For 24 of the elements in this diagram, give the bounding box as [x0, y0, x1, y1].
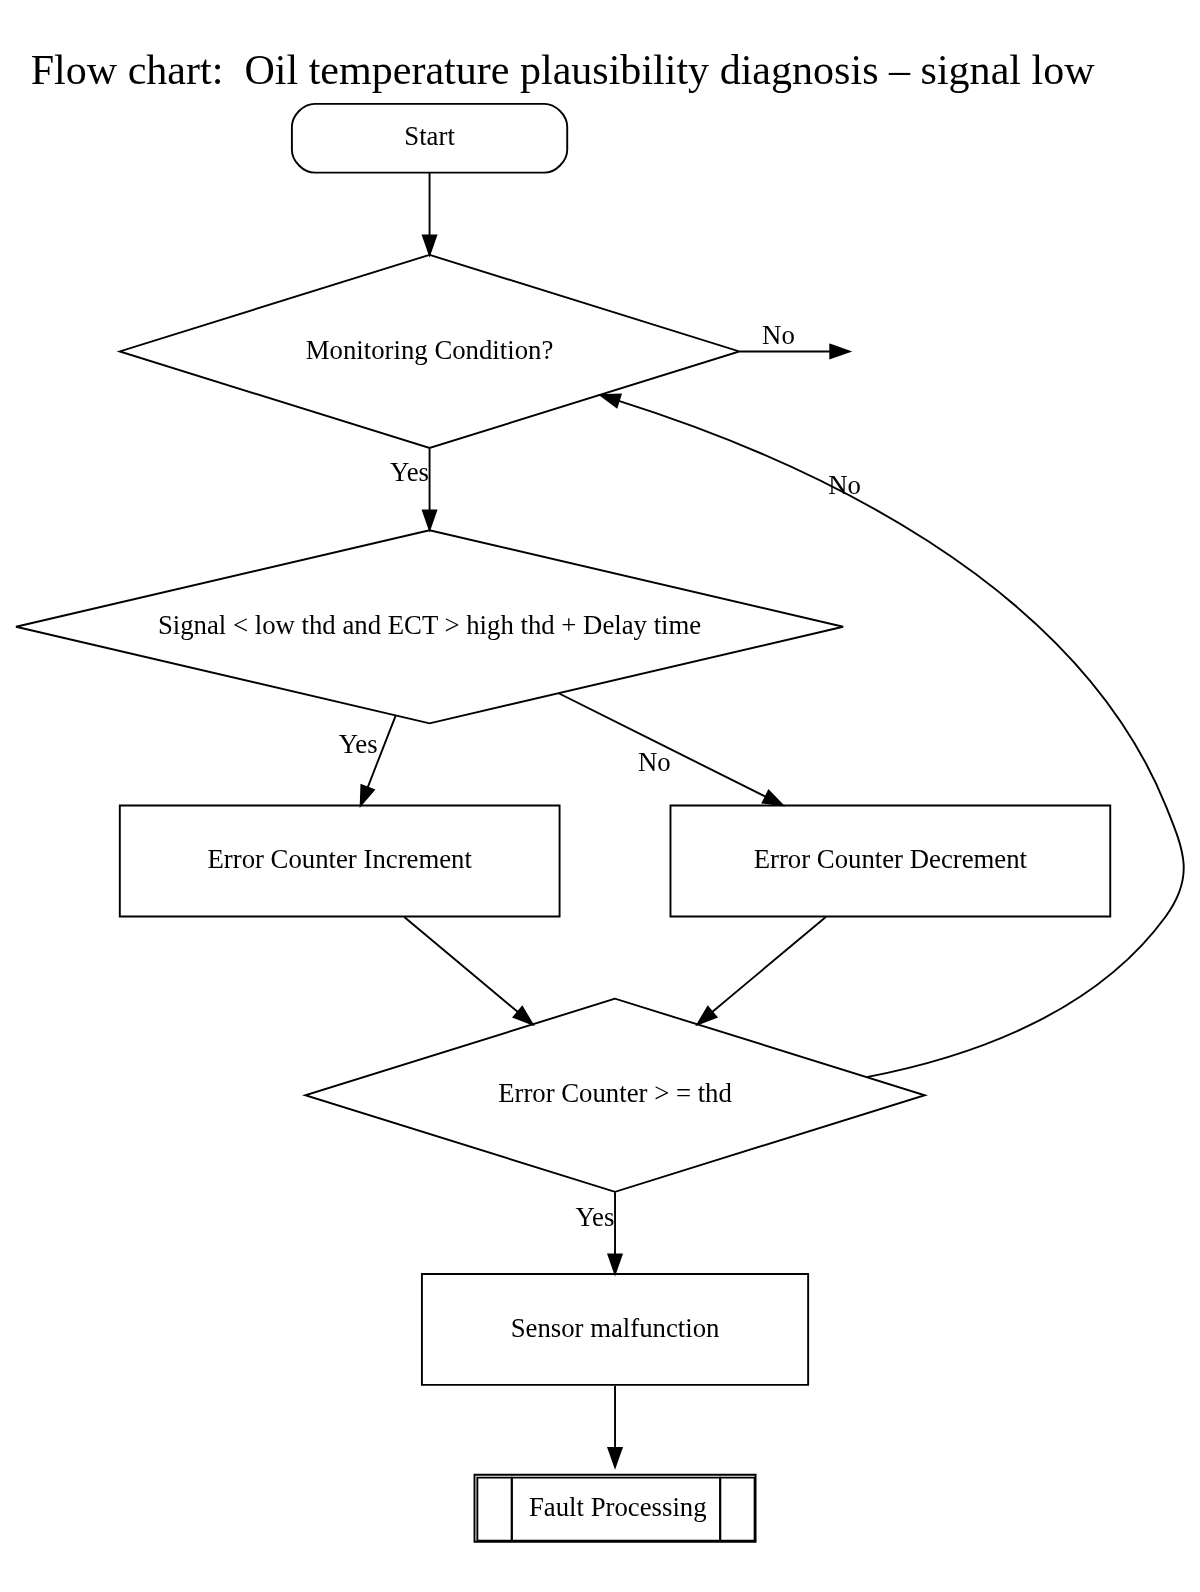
arrow	[421, 171, 438, 258]
arrow	[597, 393, 1185, 1079]
diagram-title: Flow chart: Oil temperature plausibility diagnosis – signal low	[30, 46, 1095, 93]
node-diamond: Error Counter > = thd	[302, 997, 928, 1193]
edge-label: Yes	[390, 457, 429, 488]
node-box: Start	[290, 102, 569, 174]
arrow	[607, 1191, 624, 1277]
node-box: Sensor malfunction	[420, 1273, 810, 1386]
node-box: Error Counter Increment	[118, 804, 561, 918]
arrow	[739, 343, 853, 360]
edge-label: Yes	[575, 1201, 615, 1232]
arrow	[558, 692, 786, 807]
arrow	[403, 916, 535, 1027]
node-diamond: Signal < low thd and ECT > high thd + Delay time	[15, 529, 845, 725]
edge-label: No	[638, 746, 671, 777]
edge-label: No	[828, 470, 861, 501]
arrow	[359, 714, 397, 808]
edge-label: No	[762, 320, 795, 351]
edge-label: Yes	[338, 728, 378, 759]
node-diamond: Monitoring Condition?	[116, 253, 743, 449]
arrow	[421, 447, 438, 533]
arrow	[607, 1384, 624, 1470]
node-box: Error Counter Decrement	[669, 804, 1112, 918]
arrow	[695, 916, 827, 1027]
